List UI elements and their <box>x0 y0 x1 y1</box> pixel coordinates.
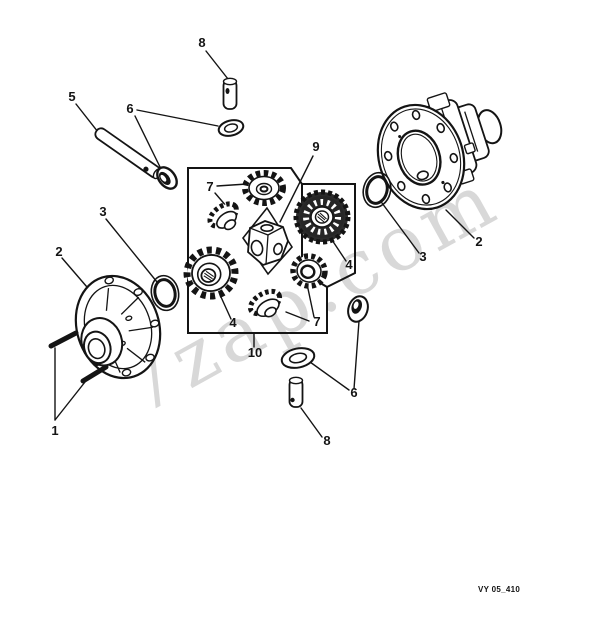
washer-drawing-top <box>217 119 245 137</box>
flange-bolt-holes <box>383 109 459 205</box>
spline-hatch <box>203 270 214 282</box>
washer-drawing-bottom <box>280 347 316 369</box>
figure-code: VY 05_410 <box>478 585 520 594</box>
callout-3-right: 3 <box>419 249 426 264</box>
pinion-gear-drawing-upper-left <box>207 201 239 231</box>
callout-4-right: 4 <box>345 257 353 272</box>
ring-drawing-right <box>347 295 369 323</box>
pin-drawing-top <box>222 77 238 110</box>
pinion-gear-drawing-bottom <box>247 288 283 318</box>
callout-5: 5 <box>68 89 75 104</box>
axle-flange-drawing <box>376 103 466 211</box>
callout-4-left: 4 <box>229 315 237 330</box>
bolt-marks <box>48 330 109 384</box>
callout-7-bottom: 7 <box>313 314 320 329</box>
callout-labels: 1 2 2 3 3 4 4 5 6 6 7 7 8 8 9 10 <box>51 35 482 448</box>
cup-washer-drawing <box>156 166 178 190</box>
callout-1: 1 <box>51 423 58 438</box>
differential-case-drawing <box>74 274 162 380</box>
callout-2-left: 2 <box>55 244 62 259</box>
callout-6-bottom: 6 <box>350 385 357 400</box>
callout-9: 9 <box>312 139 319 154</box>
pinion-gear-drawing-top <box>242 170 286 206</box>
callout-8-bottom: 8 <box>323 433 330 448</box>
shim-ring-drawing-right <box>362 171 392 209</box>
cross-block-drawing <box>247 220 289 267</box>
callout-10: 10 <box>248 345 262 360</box>
pinion-gear-drawing-lower-right <box>290 253 328 289</box>
side-gear-drawing-left <box>183 246 239 300</box>
pin-drawing-bottom <box>288 376 304 408</box>
callout-7-top: 7 <box>206 179 213 194</box>
side-gear-drawing-right <box>293 189 351 245</box>
callout-6-top: 6 <box>126 101 133 116</box>
spline-hatch <box>317 212 327 223</box>
callout-3-left: 3 <box>99 204 106 219</box>
callout-2-right: 2 <box>475 234 482 249</box>
shim-ring-drawing-left <box>150 274 180 312</box>
callout-8-top: 8 <box>198 35 205 50</box>
